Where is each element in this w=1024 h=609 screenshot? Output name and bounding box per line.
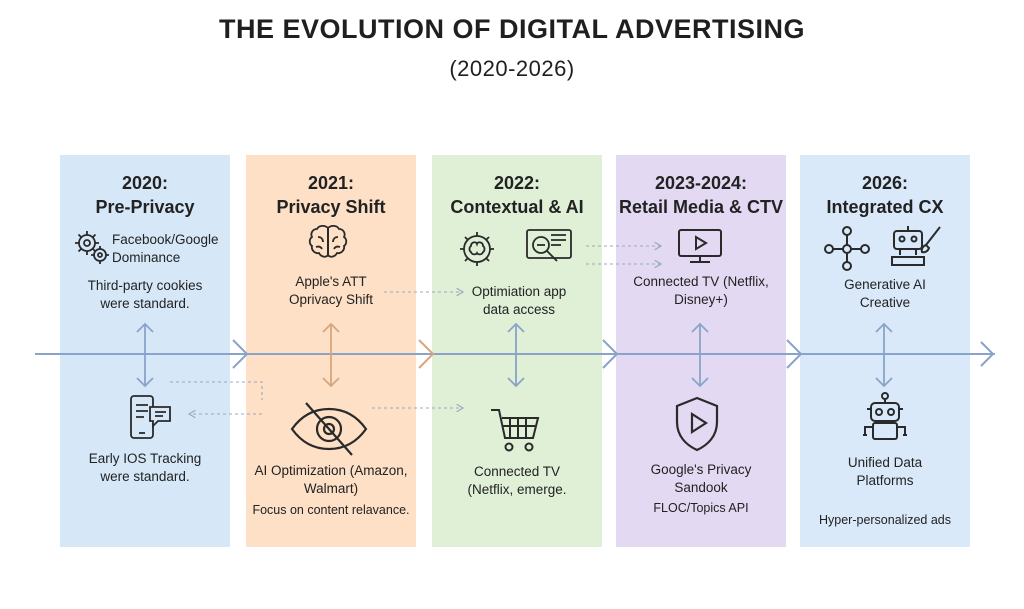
chat-phone-icon [128,393,174,443]
panel-name: Privacy Shift [276,197,386,217]
panel-top-note: Third-party cookies were standard. [87,278,203,311]
robot-icon [855,391,915,443]
panel-bottom-label: Unified Data Platforms [847,455,923,488]
shield-play-icon [672,395,722,453]
gears-icon [72,227,112,267]
panel-year: 2026: [861,173,909,193]
panel-bottom-note: FLOC/Topics API [653,501,749,515]
panel-top-label: Connected TV (Netflix, Disney+) [633,274,769,307]
panel-bottom-note: Focus on content relavance. [252,503,410,517]
eye-slash-icon [288,399,370,459]
page-subtitle: (2020-2026) [449,56,575,81]
panel-bottom-label: Early IOS Tracking were standard. [88,451,202,484]
panel-year: 2022: [493,173,541,193]
panel-2023-2024: 2023-2024: Retail Media & CTV Connected … [616,155,786,547]
panel-top-label: Generative AI Creative [844,277,926,310]
panel-2026: 2026: Integrated CX Generative AI Creati… [800,155,970,547]
panel-bottom-note: Hyper-personalized ads [818,513,951,527]
panel-name: Retail Media & CTV [618,197,784,217]
panel-name: Integrated CX [826,197,944,217]
panel-top-label: Facebook/Google Dominance [112,232,219,265]
panel-name: Contextual & AI [450,197,584,217]
shopping-cart-icon [488,405,544,455]
panel-year: 2021: [307,173,355,193]
panel-year: 2023-2024: [654,173,748,193]
tv-play-icon [676,227,726,267]
panel-year: 2020: [121,173,169,193]
panel-top-label: Apple's ATT Oprivacy Shift [288,274,374,307]
panel-bottom-label: AI Optimization (Amazon, Walmart) [254,463,408,496]
network-icon [822,225,872,271]
brain-icon [306,223,350,263]
analytics-screen-icon [524,227,576,273]
panel-top-label: Optimiation app data access [471,284,567,317]
panel-bottom-label: Connected TV (Netflix, emerge. [467,464,567,497]
panel-2021: 2021: Privacy Shift Apple's ATT Oprivacy… [246,155,416,547]
panel-bottom-label: Google's Privacy Sandook [650,462,752,495]
brain-gear-icon [457,229,497,269]
robot-brush-icon [888,223,944,269]
panel-name: Pre-Privacy [95,197,195,217]
panel-2022: 2022: Contextual & AI Optimiation app da… [432,155,602,547]
page-title: THE EVOLUTION OF DIGITAL ADVERTISING [218,14,805,44]
panel-2020: 2020: Pre-Privacy Facebook/Google Domina… [60,155,230,547]
